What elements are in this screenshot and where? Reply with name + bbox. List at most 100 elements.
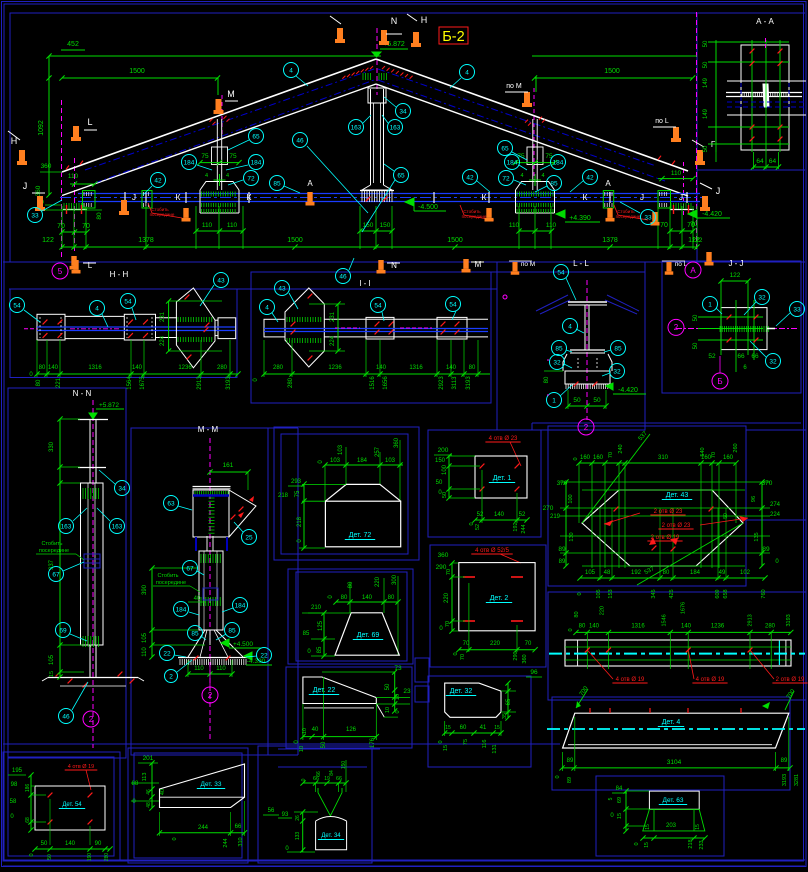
svg-text:116: 116 bbox=[482, 740, 488, 749]
svg-text:2913: 2913 bbox=[197, 376, 203, 390]
svg-text:32: 32 bbox=[613, 368, 621, 375]
svg-text:66: 66 bbox=[316, 771, 322, 777]
svg-text:103: 103 bbox=[330, 458, 341, 464]
svg-text:360: 360 bbox=[41, 163, 52, 170]
svg-text:Стобить: Стобить bbox=[157, 573, 178, 579]
svg-text:110: 110 bbox=[142, 647, 148, 657]
svg-text:140: 140 bbox=[589, 624, 600, 630]
svg-text:80: 80 bbox=[544, 376, 550, 383]
svg-text:4 отв Ø 19: 4 отв Ø 19 bbox=[616, 677, 645, 683]
svg-text:65: 65 bbox=[501, 145, 509, 152]
svg-text:J: J bbox=[640, 192, 644, 202]
svg-text:425: 425 bbox=[669, 589, 675, 598]
svg-text:67: 67 bbox=[186, 565, 194, 572]
svg-text:360: 360 bbox=[522, 654, 528, 663]
svg-text:4 отв Ø 52/5: 4 отв Ø 52/5 bbox=[475, 548, 509, 554]
svg-text:233: 233 bbox=[699, 840, 705, 849]
svg-text:300: 300 bbox=[392, 574, 398, 585]
svg-text:52: 52 bbox=[477, 512, 484, 518]
svg-text:700: 700 bbox=[579, 685, 590, 697]
svg-text:122: 122 bbox=[730, 272, 741, 279]
svg-text:43: 43 bbox=[278, 285, 286, 292]
svg-text:85: 85 bbox=[555, 345, 563, 352]
svg-text:40: 40 bbox=[160, 789, 166, 795]
svg-text:0: 0 bbox=[573, 457, 579, 460]
svg-text:41: 41 bbox=[480, 725, 487, 731]
svg-text:1236: 1236 bbox=[178, 365, 192, 371]
svg-text:113: 113 bbox=[142, 773, 148, 782]
svg-text:184: 184 bbox=[251, 159, 262, 166]
svg-text:70: 70 bbox=[445, 621, 451, 627]
svg-text:1316: 1316 bbox=[631, 624, 645, 630]
svg-text:48: 48 bbox=[146, 802, 152, 808]
svg-text:М: М bbox=[227, 89, 235, 99]
svg-text:131: 131 bbox=[492, 744, 498, 753]
svg-text:15: 15 bbox=[445, 725, 451, 731]
svg-text:-4.420: -4.420 bbox=[618, 387, 638, 394]
svg-text:33: 33 bbox=[644, 214, 652, 221]
svg-text:65: 65 bbox=[252, 133, 260, 140]
svg-text:293: 293 bbox=[291, 479, 302, 485]
svg-text:0: 0 bbox=[318, 460, 324, 464]
svg-text:80: 80 bbox=[469, 365, 476, 371]
svg-text:34: 34 bbox=[399, 108, 407, 115]
svg-text:72: 72 bbox=[247, 175, 255, 182]
svg-text:3193: 3193 bbox=[466, 376, 472, 390]
svg-text:L - L: L - L bbox=[573, 259, 589, 268]
svg-text:60: 60 bbox=[460, 725, 467, 731]
svg-text:75: 75 bbox=[229, 153, 237, 160]
svg-text:19: 19 bbox=[324, 776, 330, 782]
svg-text:2: 2 bbox=[169, 673, 173, 680]
svg-text:5: 5 bbox=[608, 797, 614, 800]
svg-text:98: 98 bbox=[11, 782, 18, 788]
svg-text:42: 42 bbox=[586, 174, 594, 181]
svg-text:658: 658 bbox=[723, 589, 729, 598]
svg-text:J: J bbox=[132, 192, 136, 202]
svg-text:2: 2 bbox=[584, 423, 589, 432]
svg-text:+5.872: +5.872 bbox=[99, 402, 119, 409]
svg-text:0: 0 bbox=[395, 710, 401, 713]
svg-text:0: 0 bbox=[29, 853, 35, 856]
svg-text:32: 32 bbox=[553, 359, 561, 366]
svg-text:4: 4 bbox=[95, 305, 99, 312]
svg-text:10: 10 bbox=[385, 707, 391, 713]
svg-text:1675: 1675 bbox=[140, 376, 146, 390]
svg-text:105: 105 bbox=[596, 589, 602, 598]
svg-text:М: М bbox=[475, 260, 482, 269]
svg-text:Дет. 2: Дет. 2 bbox=[490, 595, 509, 602]
svg-text:70: 70 bbox=[460, 654, 466, 660]
svg-text:1500: 1500 bbox=[447, 237, 463, 244]
svg-text:110: 110 bbox=[202, 222, 213, 229]
svg-text:140: 140 bbox=[376, 365, 387, 371]
svg-text:+4.500: +4.500 bbox=[233, 641, 253, 648]
svg-text:22: 22 bbox=[163, 650, 171, 657]
svg-text:184: 184 bbox=[690, 570, 701, 576]
svg-text:244: 244 bbox=[521, 524, 527, 533]
svg-text:90: 90 bbox=[95, 841, 102, 847]
svg-text:Дет. 63: Дет. 63 bbox=[663, 797, 684, 804]
svg-text:70: 70 bbox=[660, 222, 668, 229]
svg-text:80: 80 bbox=[574, 611, 580, 617]
svg-text:64: 64 bbox=[756, 158, 764, 165]
svg-text:Стобить: Стобить bbox=[617, 209, 635, 214]
svg-text:195: 195 bbox=[12, 768, 23, 774]
svg-text:70: 70 bbox=[608, 452, 614, 458]
svg-text:231: 231 bbox=[160, 311, 166, 322]
svg-text:54: 54 bbox=[449, 301, 457, 308]
svg-text:65: 65 bbox=[506, 698, 512, 705]
svg-text:1546: 1546 bbox=[661, 614, 667, 626]
svg-text:150: 150 bbox=[380, 222, 391, 229]
svg-text:0: 0 bbox=[568, 628, 574, 631]
svg-text:J: J bbox=[23, 181, 28, 191]
svg-text:70: 70 bbox=[57, 223, 65, 230]
svg-text:210: 210 bbox=[311, 605, 322, 611]
svg-text:23: 23 bbox=[403, 688, 411, 695]
svg-text:452: 452 bbox=[67, 41, 79, 48]
svg-text:89: 89 bbox=[558, 546, 566, 553]
svg-text:К: К bbox=[247, 192, 252, 202]
svg-text:73: 73 bbox=[394, 665, 402, 672]
svg-text:244: 244 bbox=[198, 825, 209, 831]
svg-text:3281: 3281 bbox=[794, 774, 800, 786]
svg-text:89: 89 bbox=[567, 758, 574, 764]
svg-text:10: 10 bbox=[395, 694, 401, 700]
